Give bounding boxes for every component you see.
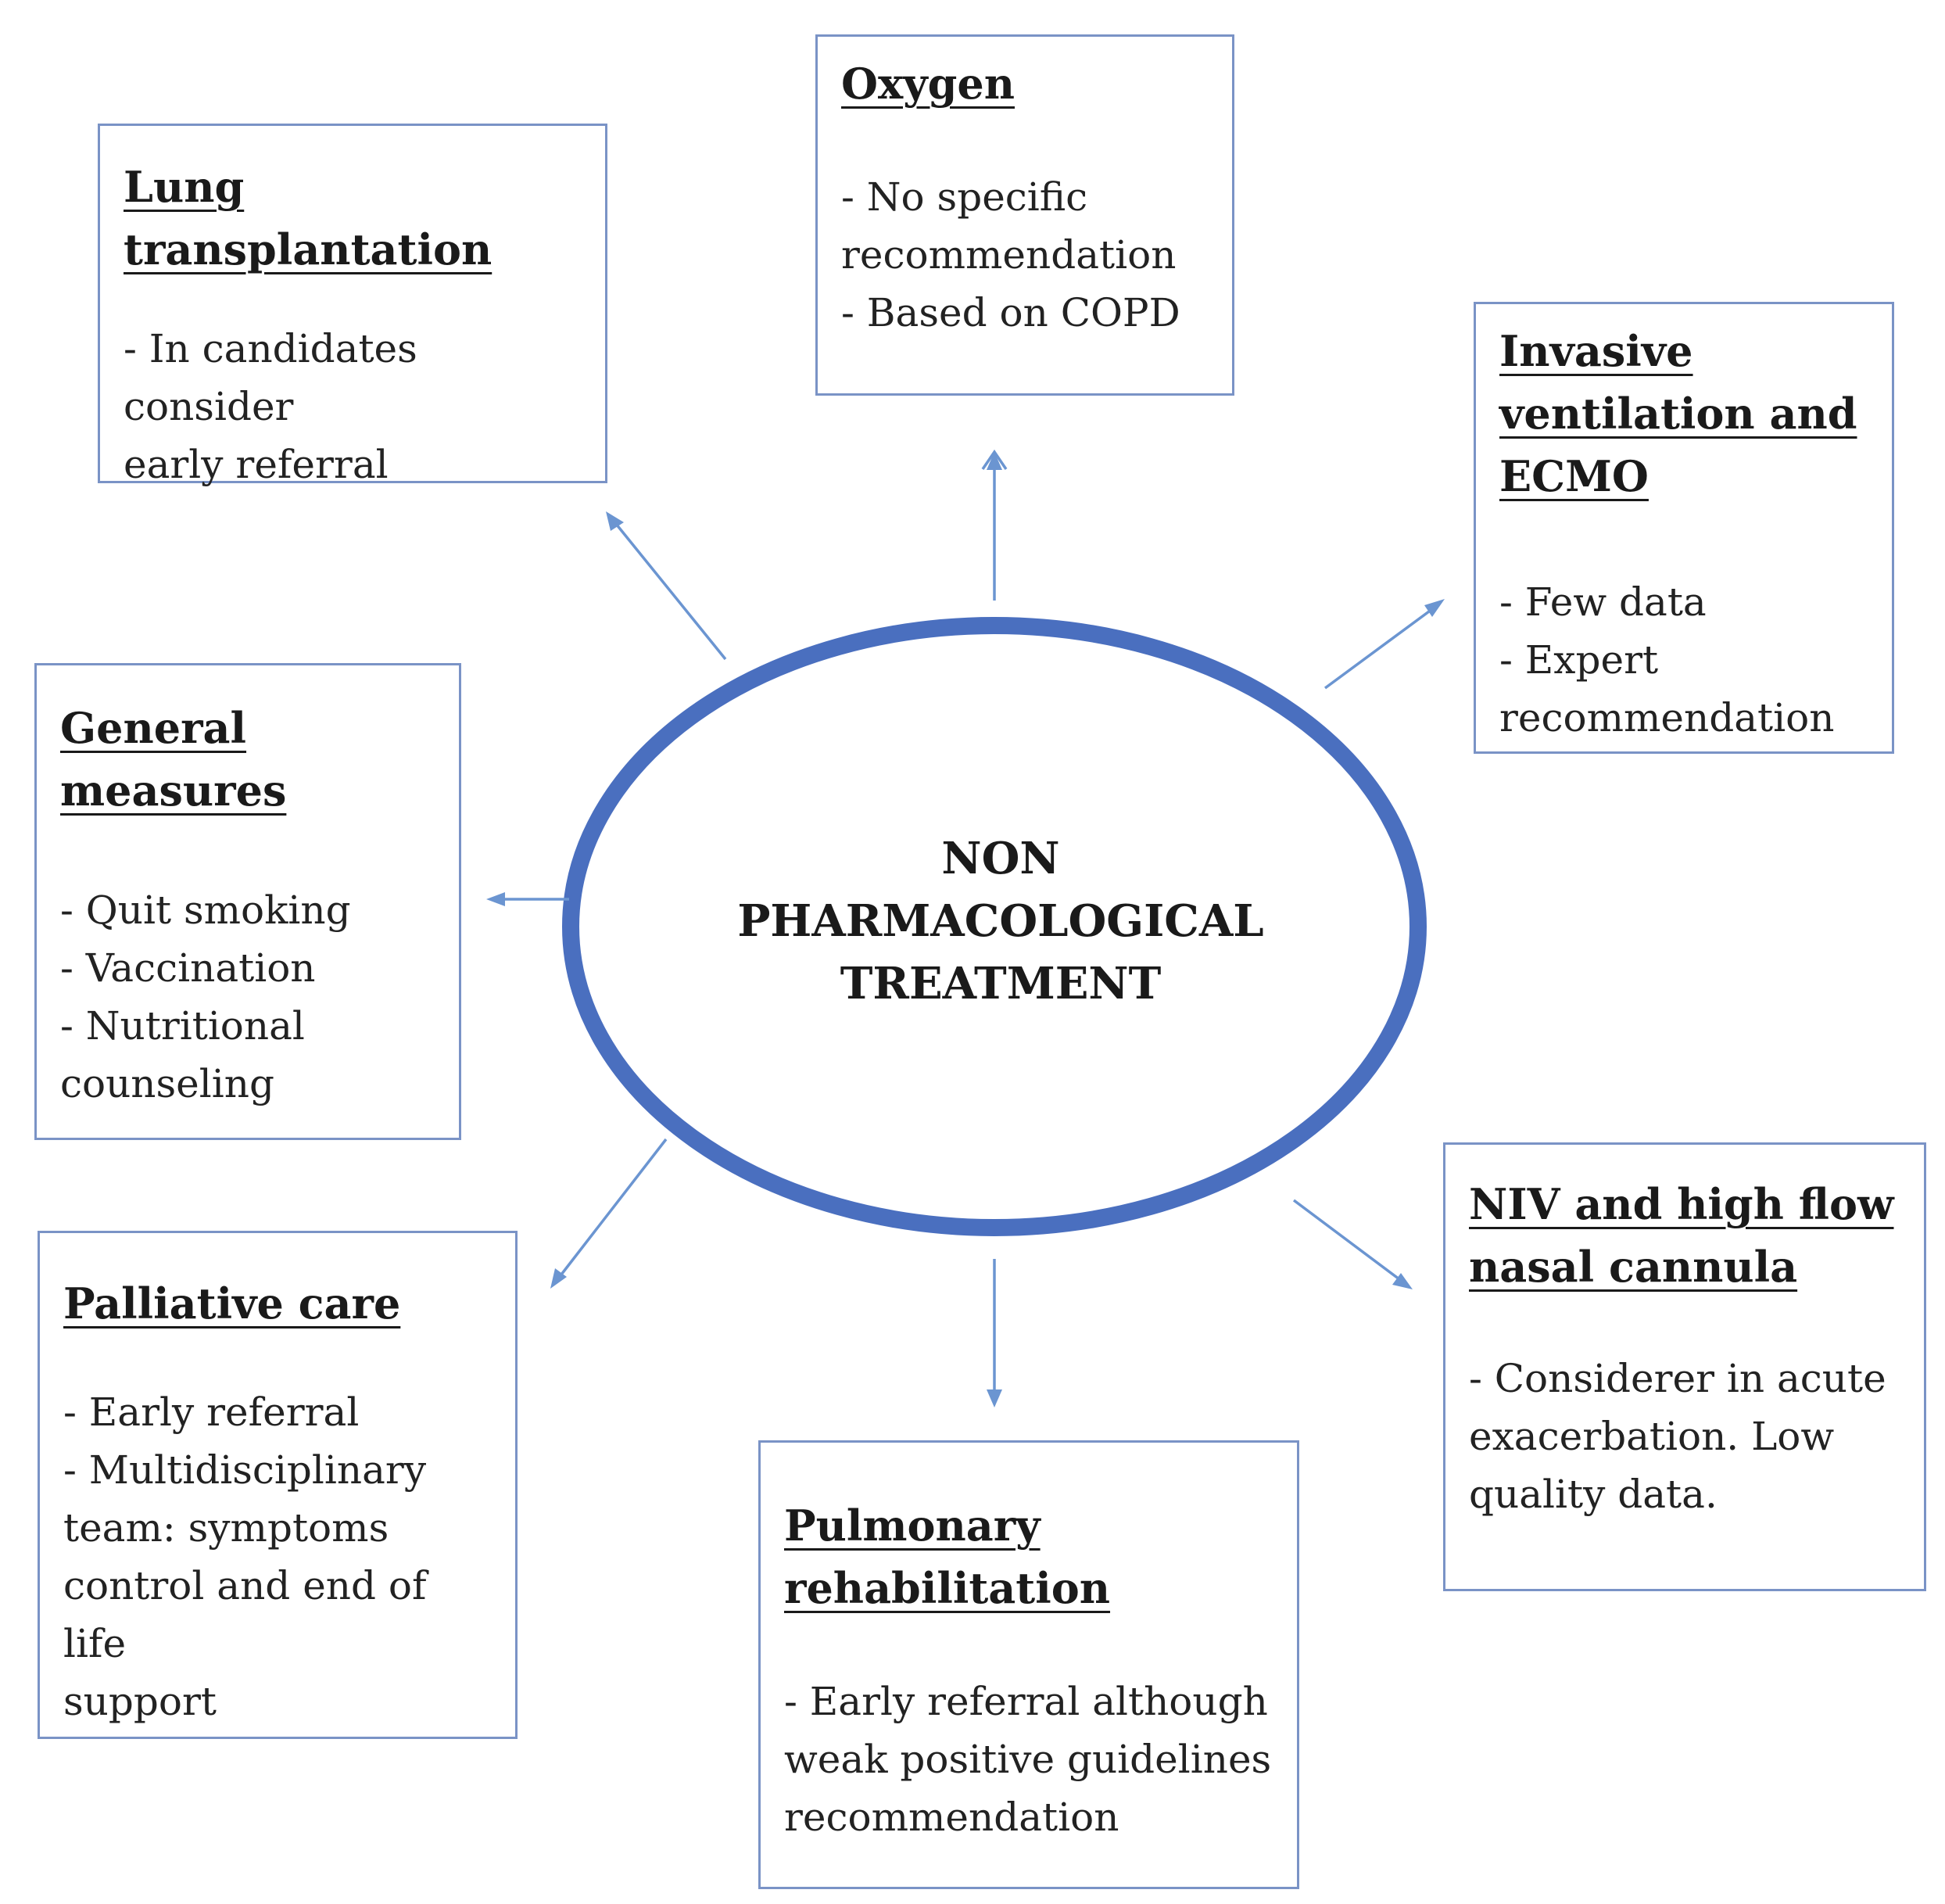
box-items: - No specific recommendation - Based on … (841, 168, 1209, 342)
box-item: - Nutritional (60, 1003, 305, 1049)
arrowhead-invasive (1424, 599, 1445, 617)
box-title: Oxygen (841, 59, 1015, 109)
box-title-line: NIV and high flow (1469, 1179, 1894, 1229)
box-title: Palliative care (63, 1278, 401, 1328)
box-items: - Early referral although weak positive … (784, 1673, 1273, 1846)
box-items: - Quit smoking - Vaccination - Nutrition… (60, 881, 435, 1113)
box-items: - Considerer in acute exacerbation. Low … (1469, 1350, 1900, 1523)
box-title-line: nasal cannula (1469, 1242, 1798, 1292)
center-line: NON (941, 833, 1060, 884)
arrowhead-lung (606, 511, 624, 531)
box-title-line: Pulmonary (784, 1501, 1041, 1551)
box-item: control and end of life (63, 1563, 427, 1666)
box-palliative-care: Palliative care - Early referral - Multi… (38, 1231, 518, 1739)
arrow-to-palliative-care (560, 1138, 668, 1276)
box-title: General measures (60, 697, 435, 822)
box-lung-transplantation: Lung transplantation - In candidates con… (98, 124, 607, 487)
box-general-measures: General measures - Quit smoking - Vaccin… (34, 663, 461, 1140)
box-item: recommendation (841, 232, 1177, 278)
box-item: early referral (124, 442, 389, 487)
box-items: - Early referral - Multidisciplinary tea… (63, 1383, 492, 1730)
box-item: recommendation (784, 1795, 1119, 1840)
box-item: - Expert (1499, 637, 1659, 683)
box-item: - Quit smoking (60, 887, 351, 933)
box-item: exacerbation. Low (1469, 1414, 1835, 1459)
box-item: - Multidisciplinary (63, 1447, 427, 1493)
box-pulmonary-rehabilitation: Pulmonary rehabilitation - Early referra… (758, 1440, 1299, 1889)
box-item: - No specific (841, 174, 1088, 220)
box-items: - Few data - Expert recommendation (1499, 573, 1868, 747)
center-ellipse (562, 617, 1427, 1236)
box-invasive-ventilation-ecmo: Invasive ventilation and ECMO - Few data… (1474, 302, 1894, 754)
center-line: TREATMENT (840, 958, 1162, 1009)
box-title-line: ECMO (1499, 451, 1649, 501)
box-item: - Vaccination (60, 945, 316, 991)
box-title: NIV and high flow nasal cannula (1469, 1173, 1900, 1298)
box-item: counseling (60, 1061, 274, 1106)
box-oxygen: Oxygen - No specific recommendation - Ba… (815, 34, 1234, 396)
box-niv-high-flow: NIV and high flow nasal cannula - Consid… (1443, 1142, 1926, 1591)
box-title: Pulmonary rehabilitation (784, 1494, 1273, 1619)
box-item: quality data. (1469, 1472, 1718, 1517)
box-title-line: General (60, 703, 247, 753)
arrow-to-lung-transplantation (614, 522, 727, 661)
box-item: - Early referral (63, 1389, 360, 1435)
box-items: - In candidates consider early referral (124, 320, 582, 493)
box-item: support (63, 1679, 217, 1724)
box-title: Lung transplantation (124, 162, 493, 274)
arrowhead-palliative (550, 1268, 567, 1289)
arrowhead-oxygen (987, 452, 1002, 470)
box-item: team: symptoms (63, 1505, 389, 1551)
box-title-line: Invasive (1499, 326, 1693, 376)
arrow-to-niv (1292, 1199, 1401, 1281)
box-item: - Considerer in acute (1469, 1356, 1886, 1401)
arrow-to-invasive-ventilation (1324, 608, 1434, 690)
box-title-line: ventilation and (1499, 389, 1857, 439)
box-title-line: rehabilitation (784, 1563, 1111, 1613)
arrowhead-pulmonary (987, 1389, 1002, 1407)
box-title-line: measures (60, 766, 287, 816)
box-title: Invasive ventilation and ECMO (1499, 320, 1868, 507)
box-item: - Early referral although (784, 1679, 1268, 1724)
box-item: weak positive guidelines (784, 1737, 1272, 1782)
box-item: - In candidates consider (124, 326, 417, 429)
box-item: - Based on COPD (841, 290, 1180, 335)
arrowhead-general (486, 892, 505, 906)
arrowhead-niv (1392, 1273, 1413, 1289)
box-item: recommendation (1499, 695, 1835, 740)
box-item: - Few data (1499, 579, 1707, 625)
center-line: PHARMACOLOGICAL (737, 895, 1264, 947)
center-label: NON PHARMACOLOGICAL TREATMENT (688, 827, 1313, 1015)
